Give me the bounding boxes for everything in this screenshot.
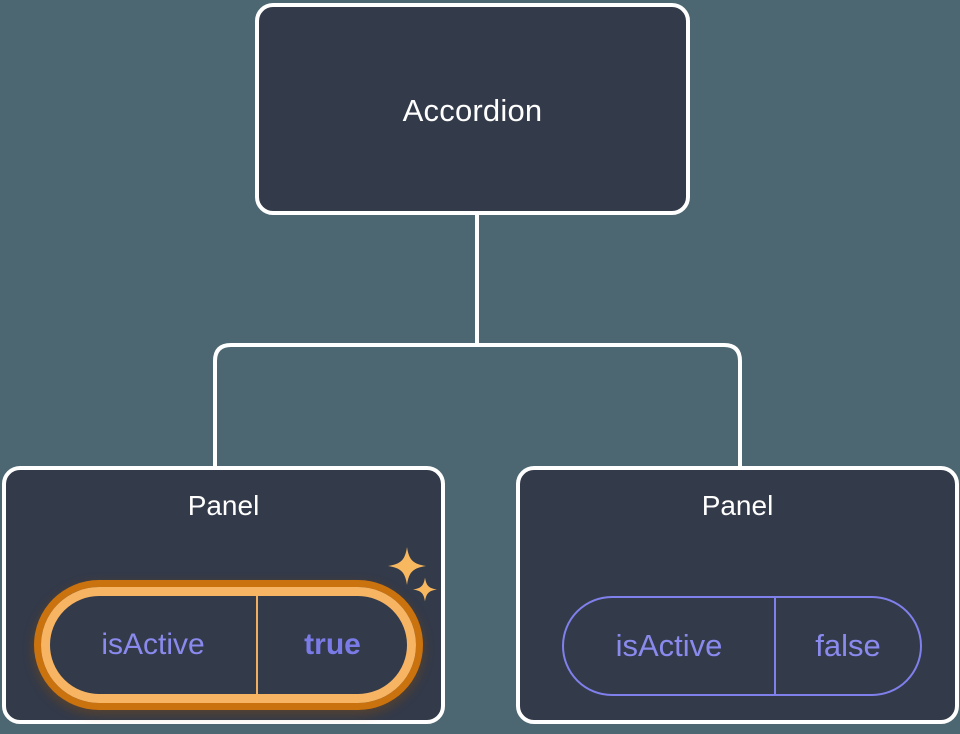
- node-accordion[interactable]: Accordion: [255, 3, 690, 215]
- prop-pill-isactive-false[interactable]: isActive false: [562, 596, 922, 696]
- node-panel-inactive[interactable]: Panel isActive false: [516, 466, 959, 724]
- prop-key-label: isActive: [50, 596, 258, 694]
- prop-key-label: isActive: [564, 598, 776, 694]
- prop-value-label: true: [304, 628, 361, 661]
- connector-branch-right: [477, 343, 742, 466]
- connector-branch-left: [213, 343, 477, 466]
- node-panel-active[interactable]: Panel isActive true: [2, 466, 445, 724]
- prop-pill-isactive-true[interactable]: isActive true: [41, 587, 416, 703]
- node-accordion-title: Accordion: [402, 93, 543, 128]
- prop-value-label: false: [815, 628, 881, 663]
- node-panel-active-title: Panel: [187, 490, 260, 521]
- node-panel-inactive-title: Panel: [701, 490, 774, 521]
